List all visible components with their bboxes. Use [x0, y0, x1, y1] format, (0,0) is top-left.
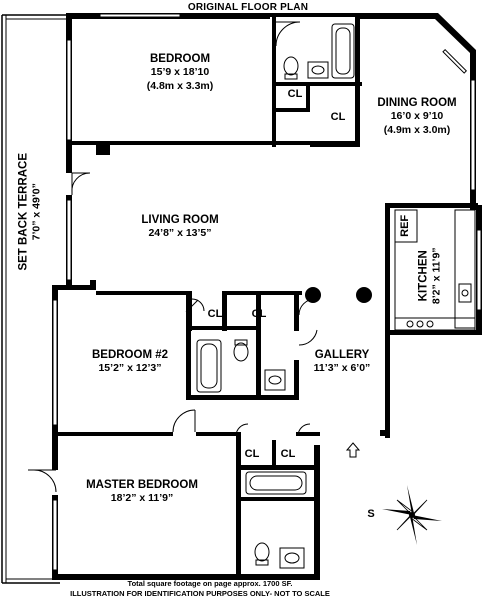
- closet-label-3: CL: [207, 308, 223, 320]
- footer-line-1: Total square footage on page approx. 170…: [127, 579, 293, 588]
- kitchen-fixtures: [394, 209, 476, 331]
- terrace: [1, 14, 70, 584]
- compass-direction-label: S: [367, 508, 375, 520]
- dining-room-dim-imperial: 16’0 x 9’10: [390, 110, 444, 123]
- bedroom2-label: BEDROOM #2 15’2” x 12’3”: [75, 348, 185, 376]
- bedroom-label: BEDROOM 15’9 x 18’10 (4.8m x 3.3m): [120, 52, 240, 93]
- kitchen-name: KITCHEN: [417, 250, 430, 302]
- dining-room-name: DINING ROOM: [377, 97, 457, 109]
- closet-label-2: CL: [330, 111, 346, 123]
- bedroom2-dim: 15’2” x 12’3”: [98, 362, 162, 375]
- ref-label: REF: [399, 214, 412, 237]
- bedroom-dim-metric: (4.8m x 3.3m): [146, 79, 214, 92]
- master-bedroom-name: MASTER BEDROOM: [86, 479, 198, 491]
- bedroom-dim-imperial: 15’9 x 18’10: [150, 66, 210, 79]
- gallery-name: GALLERY: [314, 349, 370, 361]
- terrace-dim: 7’0” x 49’0”: [30, 183, 43, 241]
- terrace-label: SET BACK TERRACE 7’0” x 49’0”: [16, 142, 44, 282]
- kitchen-label: KITCHEN 8’2” x 11’9”: [416, 226, 444, 326]
- kitchen-dim: 8’2” x 11’9”: [430, 247, 443, 305]
- living-room-label: LIVING ROOM 24’8” x 13’5”: [120, 213, 240, 241]
- plan-title: ORIGINAL FLOOR PLAN: [187, 2, 309, 13]
- columns: [305, 287, 372, 303]
- master-bedroom-dim: 18’2” x 11’9”: [110, 492, 174, 505]
- interior-walls: [58, 17, 390, 577]
- gallery-dim: 11’3” x 6’0”: [313, 362, 371, 375]
- living-room-name: LIVING ROOM: [141, 214, 219, 226]
- entry-arrow-icon: [345, 442, 361, 458]
- dining-room-label: DINING ROOM 16’0 x 9’10 (4.9m x 3.0m): [362, 96, 472, 137]
- closet-label-5: CL: [244, 448, 260, 460]
- terrace-name: SET BACK TERRACE: [17, 152, 30, 271]
- closet-label-6: CL: [280, 448, 296, 460]
- gallery-label: GALLERY 11’3” x 6’0”: [292, 348, 392, 376]
- master-bedroom-label: MASTER BEDROOM 18’2” x 11’9”: [72, 478, 212, 506]
- closet-label-4: CL: [251, 308, 267, 320]
- footer-line-2: ILLUSTRATION FOR IDENTIFICATION PURPOSES…: [70, 589, 330, 598]
- windows: [52, 13, 482, 571]
- bedroom-name: BEDROOM: [149, 53, 211, 65]
- closet-label-1: CL: [287, 88, 303, 100]
- dining-room-dim-metric: (4.9m x 3.0m): [383, 123, 451, 136]
- bathroom-fixtures: [196, 23, 355, 569]
- bedroom2-name: BEDROOM #2: [91, 349, 169, 361]
- doors: [28, 21, 318, 493]
- living-room-dim: 24’8” x 13’5”: [148, 227, 212, 240]
- compass-rose-icon: [382, 485, 442, 545]
